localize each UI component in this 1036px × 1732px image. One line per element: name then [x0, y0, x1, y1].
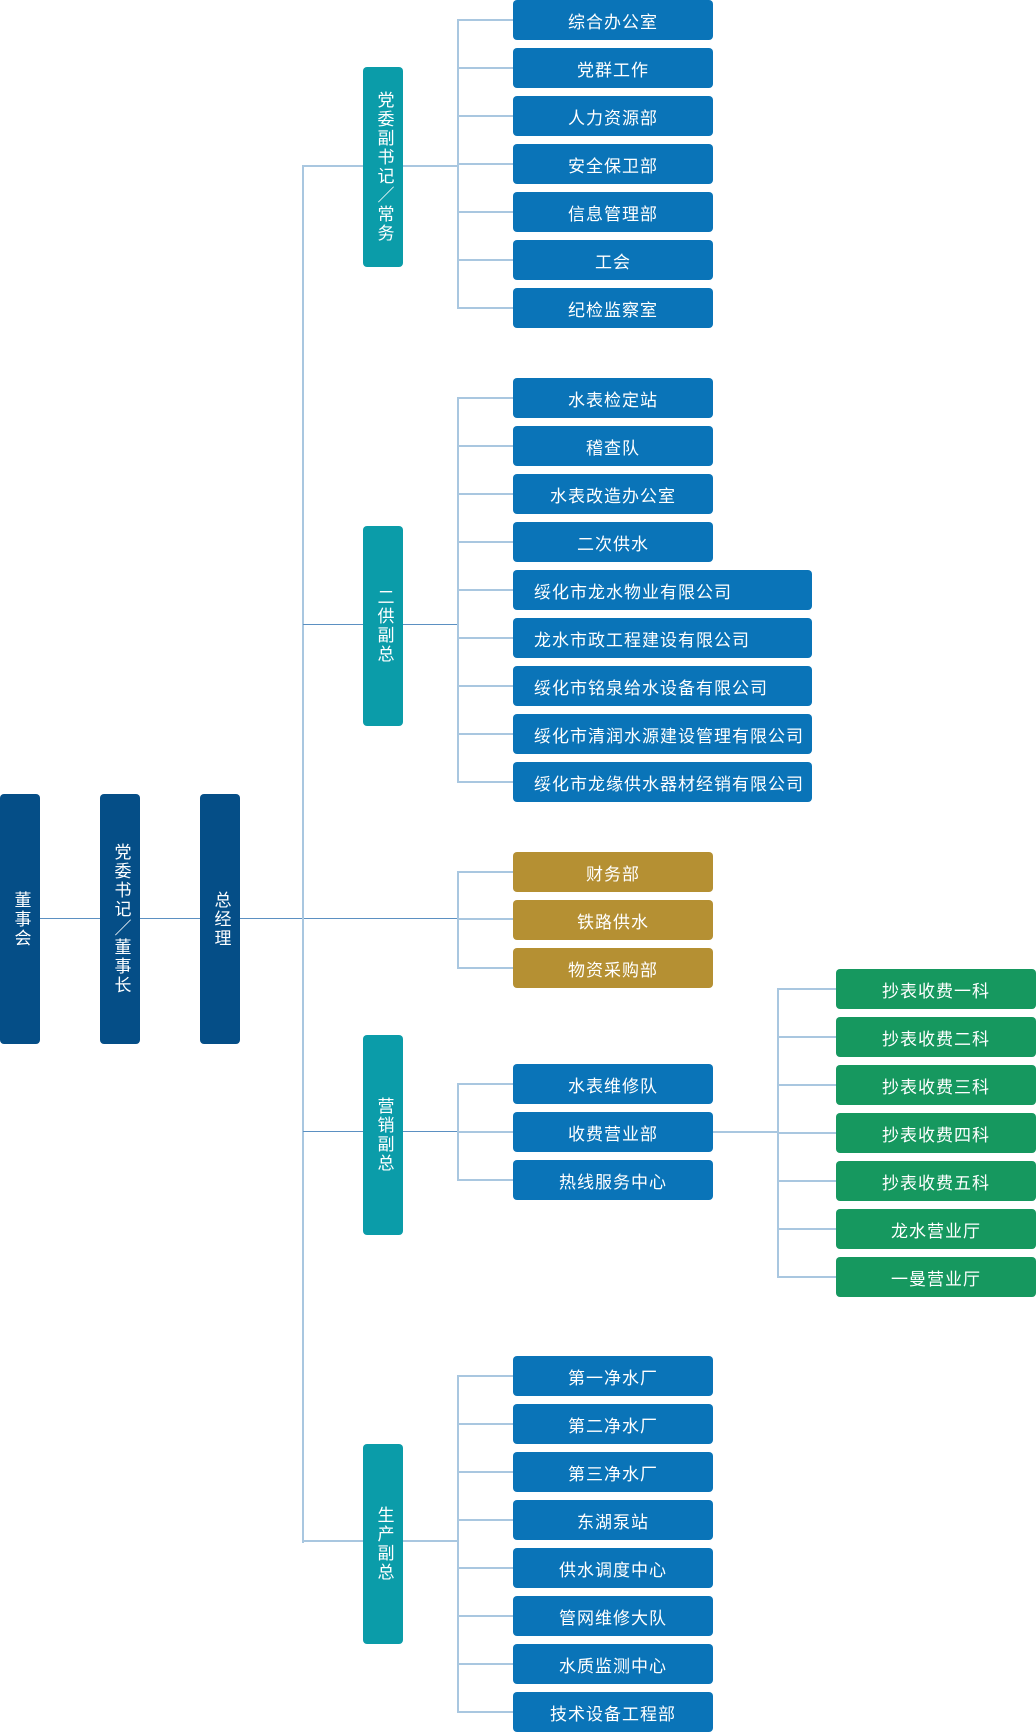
- connector-line: [457, 1663, 513, 1665]
- branch-line: [457, 871, 459, 969]
- unit-box: 二次供水: [513, 522, 713, 562]
- connector-line: [457, 1711, 513, 1713]
- connector-line: [457, 445, 513, 447]
- vice-leader-box: 党委副书记／常务: [363, 67, 403, 267]
- unit-box: 安全保卫部: [513, 144, 713, 184]
- sub-unit-box: 抄表收费五科: [836, 1161, 1036, 1201]
- trunk-line: [302, 165, 304, 1543]
- direct-unit-box: 财务部: [513, 852, 713, 892]
- general-manager-box: 总经理: [200, 794, 240, 1044]
- connector-line: [457, 541, 513, 543]
- vice-leader-label: 生产副总: [373, 1506, 394, 1582]
- connector-line: [457, 918, 513, 920]
- connector-line: [457, 685, 513, 687]
- connector-line: [457, 307, 513, 309]
- unit-box: 水质监测中心: [513, 1644, 713, 1684]
- board-of-directors-label: 董事会: [10, 890, 31, 948]
- direct-unit-box: 物资采购部: [513, 948, 713, 988]
- connector-line: [457, 1471, 513, 1473]
- connector-line: [777, 1036, 836, 1038]
- connector-line: [457, 19, 513, 21]
- unit-box: 热线服务中心: [513, 1160, 713, 1200]
- connector-line: [457, 67, 513, 69]
- connector-line: [457, 1375, 513, 1377]
- unit-box: 东湖泵站: [513, 1500, 713, 1540]
- company-box: 绥化市铭泉给水设备有限公司: [513, 666, 812, 706]
- unit-box: 稽查队: [513, 426, 713, 466]
- vice-leader-box: 二供副总: [363, 526, 403, 726]
- connector-line: [777, 1228, 836, 1230]
- connector-line: [457, 1179, 513, 1181]
- unit-box: 水表改造办公室: [513, 474, 713, 514]
- unit-box: 综合办公室: [513, 0, 713, 40]
- unit-box: 技术设备工程部: [513, 1692, 713, 1732]
- connector-line: [457, 1423, 513, 1425]
- connector-line: [457, 211, 513, 213]
- direct-unit-box: 铁路供水: [513, 900, 713, 940]
- branch-line: [457, 1375, 459, 1713]
- unit-box: 第一净水厂: [513, 1356, 713, 1396]
- connector-line: [777, 988, 836, 990]
- connector-line: [713, 1131, 778, 1133]
- vice-leader-label: 党委副书记／常务: [373, 91, 394, 243]
- vice-leader-box: 营销副总: [363, 1035, 403, 1235]
- connector-line: [457, 967, 513, 969]
- connector-line: [777, 1276, 836, 1278]
- sub-unit-box: 一曼营业厅: [836, 1257, 1036, 1297]
- party-secretary-chairman-box: 党委书记／董事长: [100, 794, 140, 1044]
- unit-box: 信息管理部: [513, 192, 713, 232]
- connector-line: [457, 115, 513, 117]
- connector-line: [777, 1084, 836, 1086]
- board-of-directors-box: 董事会: [0, 794, 40, 1044]
- sub-unit-box: 抄表收费一科: [836, 969, 1036, 1009]
- unit-box: 水表检定站: [513, 378, 713, 418]
- connector-line: [777, 1180, 836, 1182]
- connector-line: [457, 637, 513, 639]
- connector-line: [457, 733, 513, 735]
- connector-line: [457, 1519, 513, 1521]
- unit-box: 人力资源部: [513, 96, 713, 136]
- connector-line: [457, 493, 513, 495]
- unit-box: 供水调度中心: [513, 1548, 713, 1588]
- vice-leader-label: 营销副总: [373, 1097, 394, 1173]
- connector-line: [457, 871, 513, 873]
- unit-box: 水表维修队: [513, 1064, 713, 1104]
- connector-line: [777, 1132, 836, 1134]
- vice-leader-box: 生产副总: [363, 1444, 403, 1644]
- unit-box: 纪检监察室: [513, 288, 713, 328]
- connector-line: [457, 589, 513, 591]
- unit-box: 工会: [513, 240, 713, 280]
- connector-line: [457, 1131, 513, 1133]
- main-connector-line: [40, 918, 458, 919]
- sub-unit-box: 龙水营业厅: [836, 1209, 1036, 1249]
- connector-line: [457, 163, 513, 165]
- unit-box: 管网维修大队: [513, 1596, 713, 1636]
- sub-unit-box: 抄表收费四科: [836, 1113, 1036, 1153]
- company-box: 龙水市政工程建设有限公司: [513, 618, 812, 658]
- connector-line: [457, 1615, 513, 1617]
- connector-line: [457, 1567, 513, 1569]
- vice-leader-label: 二供副总: [373, 588, 394, 664]
- unit-box: 党群工作: [513, 48, 713, 88]
- sub-unit-box: 抄表收费三科: [836, 1065, 1036, 1105]
- unit-box: 收费营业部: [513, 1112, 713, 1152]
- party-secretary-chairman-label: 党委书记／董事长: [110, 843, 131, 995]
- unit-box: 第二净水厂: [513, 1404, 713, 1444]
- unit-box: 第三净水厂: [513, 1452, 713, 1492]
- company-box: 绥化市龙缘供水器材经销有限公司: [513, 762, 812, 802]
- sub-unit-box: 抄表收费二科: [836, 1017, 1036, 1057]
- connector-line: [457, 781, 513, 783]
- company-box: 绥化市清润水源建设管理有限公司: [513, 714, 812, 754]
- connector-line: [457, 1083, 513, 1085]
- connector-line: [457, 397, 513, 399]
- connector-line: [457, 259, 513, 261]
- general-manager-label: 总经理: [210, 890, 231, 948]
- company-box: 绥化市龙水物业有限公司: [513, 570, 812, 610]
